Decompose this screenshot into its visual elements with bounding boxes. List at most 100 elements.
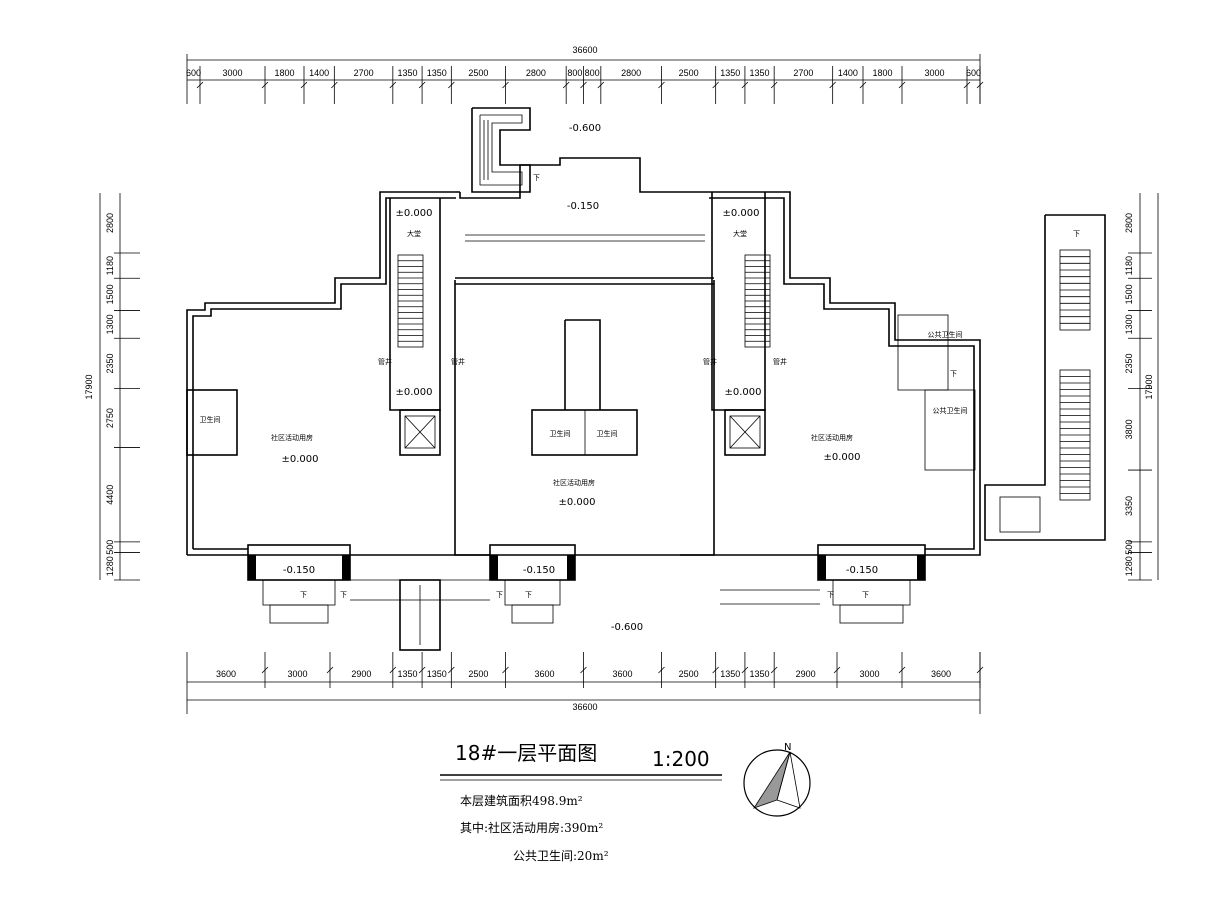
room-activity-center: 社区活动用房: [553, 478, 595, 487]
right-segment-7: 3350: [1124, 496, 1134, 516]
bottom-segment-13: 3000: [859, 669, 879, 679]
down-arrow-label-5: 下: [340, 591, 347, 599]
down-arrow-label-6: 下: [496, 591, 503, 599]
room-toilet-left: 卫生间: [200, 415, 221, 424]
room-shaft-2: 管井: [451, 357, 465, 366]
bottom-dimension-chain: 3600 3000 2900 1350 1350 2500 3600 3600 2500 1350…: [186, 652, 984, 714]
stair-right: [744, 254, 771, 348]
bottom-segment-1: 3600: [216, 669, 236, 679]
room-shaft-3: 管井: [703, 357, 717, 366]
elevation-entry-left: -0.150: [283, 565, 315, 576]
left-segment-6: 2750: [105, 408, 115, 428]
bottom-segment-14: 3600: [931, 669, 951, 679]
left-segment-7: 4400: [105, 485, 115, 505]
room-toilet-center-2: 卫生间: [597, 429, 618, 438]
right-segment-9: 1280: [1124, 556, 1134, 576]
exterior-stair-right: [984, 214, 1106, 541]
top-segment-20: 600: [966, 68, 981, 78]
bottom-segment-6: 2500: [468, 669, 488, 679]
bottom-segment-3: 2900: [351, 669, 371, 679]
top-segment-6: 1350: [397, 68, 417, 78]
left-segment-8: 500: [105, 540, 115, 555]
stair-left: [397, 254, 424, 348]
top-segment-10: 800: [567, 68, 582, 78]
drawing-title: 18#一层平面图: [455, 741, 597, 765]
bottom-total-dimension: 36600: [572, 702, 597, 712]
drawing-scale: 1:200: [652, 747, 710, 771]
room-shaft-1: 管井: [378, 357, 392, 366]
building-walls: [186, 107, 1106, 651]
top-segment-4: 1400: [309, 68, 329, 78]
bottom-segment-5: 1350: [427, 669, 447, 679]
top-segment-19: 3000: [924, 68, 944, 78]
bottom-segment-9: 2500: [679, 669, 699, 679]
down-arrow-label-2: 下: [1073, 230, 1080, 238]
left-segment-4: 1300: [105, 314, 115, 334]
room-lobby-left: 大堂: [407, 229, 421, 238]
elevation-stair-right: ±0.000: [724, 387, 761, 398]
north-arrow-icon: N: [743, 742, 811, 817]
right-segment-3: 1500: [1124, 284, 1134, 304]
area-note-2: 其中:社区活动用房:390m²: [460, 820, 603, 835]
right-total-dimension: 17900: [1144, 374, 1154, 399]
down-arrow-label-1: 下: [533, 174, 540, 182]
right-segment-6: 3800: [1124, 419, 1134, 439]
elevation-room-right: ±0.000: [823, 452, 860, 463]
room-toilet-center-1: 卫生间: [550, 429, 571, 438]
elevation-bottom-outer: -0.600: [611, 622, 643, 633]
bottom-segment-12: 2900: [796, 669, 816, 679]
top-segment-2: 3000: [222, 68, 242, 78]
top-segment-3: 1800: [274, 68, 294, 78]
north-label: N: [784, 742, 791, 753]
elevation-lobby-left: ±0.000: [395, 208, 432, 219]
bottom-segment-7: 3600: [534, 669, 554, 679]
room-shaft-4: 管井: [773, 357, 787, 366]
bottom-segment-4: 1350: [397, 669, 417, 679]
elevation-top-outer: -0.600: [569, 123, 601, 134]
top-total-dimension: 36600: [572, 45, 597, 55]
left-segment-3: 1500: [105, 284, 115, 304]
top-segment-12: 2800: [621, 68, 641, 78]
elevation-room-center: ±0.000: [558, 497, 595, 508]
right-segment-5: 2350: [1124, 353, 1134, 373]
down-arrow-label-4: 下: [300, 591, 307, 599]
down-arrow-label-3: 下: [950, 370, 957, 378]
elevation-entry-center: -0.150: [523, 565, 555, 576]
top-segment-16: 2700: [793, 68, 813, 78]
room-public-toilet-1: 公共卫生间: [928, 330, 963, 339]
top-segment-18: 1800: [872, 68, 892, 78]
top-segment-9: 2800: [526, 68, 546, 78]
top-segment-1: 600: [186, 68, 201, 78]
right-segment-2: 1180: [1124, 256, 1134, 275]
elevation-labels: -0.600 -0.150 ±0.000 ±0.000 ±0.000 ±0.00…: [281, 123, 878, 633]
bottom-segment-11: 1350: [750, 669, 770, 679]
top-segment-11: 800: [585, 68, 600, 78]
elevation-lobby-right: ±0.000: [722, 208, 759, 219]
canopy-stair: [471, 107, 531, 193]
elevation-stair-left: ±0.000: [395, 387, 432, 398]
top-dimension-chain: 36600 600 3000 1800 1400 2700 1350 1350 2500 280…: [186, 45, 984, 104]
room-lobby-right: 大堂: [733, 229, 747, 238]
title-block: 18#一层平面图 1:200 本层建筑面积498.9m² 其中:社区活动用房:3…: [440, 741, 722, 863]
left-segment-5: 2350: [105, 353, 115, 373]
top-segment-5: 2700: [354, 68, 374, 78]
room-activity-left: 社区活动用房: [271, 433, 313, 442]
elevation-top-inner: -0.150: [567, 201, 599, 212]
top-segment-13: 2500: [679, 68, 699, 78]
left-total-dimension: 17900: [84, 374, 94, 399]
bottom-segment-8: 3600: [612, 669, 632, 679]
right-segment-8: 500: [1124, 540, 1134, 555]
top-segment-8: 2500: [468, 68, 488, 78]
room-activity-right: 社区活动用房: [811, 433, 853, 442]
room-labels: 大堂 大堂 社区活动用房 社区活动用房 社区活动用房 卫生间 卫生间 卫生间 公…: [200, 174, 1081, 599]
room-public-toilet-2: 公共卫生间: [933, 406, 968, 415]
area-note-1: 本层建筑面积498.9m²: [460, 793, 583, 808]
elevation-room-left: ±0.000: [281, 454, 318, 465]
top-segment-14: 1350: [720, 68, 740, 78]
top-segment-7: 1350: [427, 68, 447, 78]
bottom-segment-10: 1350: [720, 669, 740, 679]
down-arrow-label-7: 下: [525, 591, 532, 599]
left-segment-1: 2800: [105, 213, 115, 233]
